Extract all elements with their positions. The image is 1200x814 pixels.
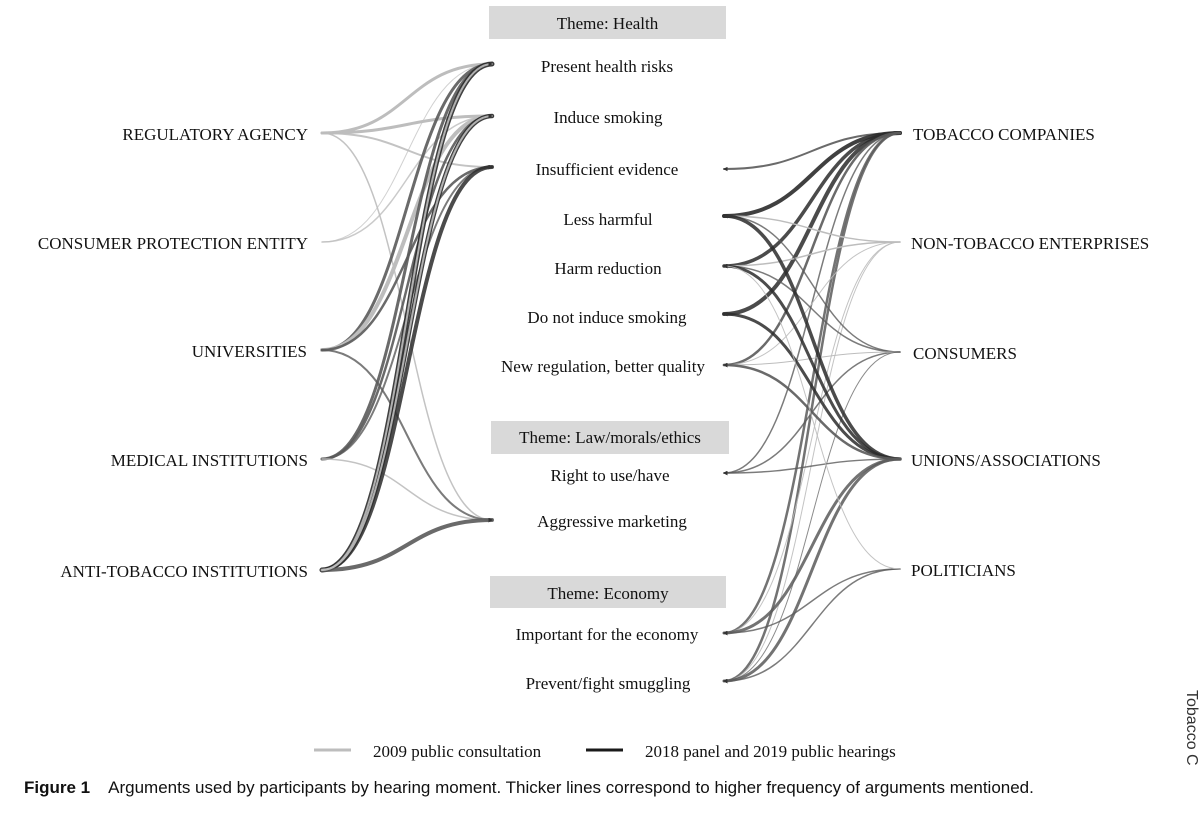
actor-regulatory-agency: REGULATORY AGENCY — [122, 125, 308, 144]
argument-harm-reduction: Harm reduction — [554, 259, 662, 278]
theme-health: Theme: Health — [489, 6, 726, 39]
actor-non-tobacco-enterprises: NON-TOBACCO ENTERPRISES — [911, 234, 1149, 253]
link-left-reg-ind — [320, 113, 494, 135]
link-left-med-ind — [320, 113, 494, 461]
argument-important-economy: Important for the economy — [516, 625, 699, 644]
link-right-pol-eco — [723, 568, 901, 636]
actor-unions-associations: UNIONS/ASSOCIATIONS — [911, 451, 1101, 470]
argument-aggressive-marketing: Aggressive marketing — [537, 512, 687, 531]
cropped-margin-label: Tobacco C — [1186, 690, 1200, 766]
link-right-con-smug — [723, 351, 901, 684]
actor-politicians: POLITICIANS — [911, 561, 1016, 580]
argument-right-to-use: Right to use/have — [551, 466, 670, 485]
link-left-anti-ind — [321, 113, 493, 571]
legend-label-2018: 2018 panel and 2019 public hearings — [645, 742, 896, 761]
theme-economy-box — [490, 576, 726, 608]
argument-links — [319, 61, 902, 684]
link-left-anti-phr — [321, 61, 493, 571]
figure-label: Figure 1 — [24, 778, 91, 797]
link-right-non-newr — [723, 241, 901, 368]
cropped-margin-text: Tobacco C — [1186, 690, 1200, 810]
link-left-cpe-ind — [321, 113, 493, 243]
link-right-uni-harm — [722, 263, 902, 461]
actor-tobacco-companies: TOBACCO COMPANIES — [913, 125, 1095, 144]
link-right-tob-smug — [722, 131, 902, 684]
link-left-med-agg — [321, 458, 493, 523]
actor-universities: UNIVERSITIES — [192, 342, 307, 361]
theme-economy-label: Theme: Economy — [547, 584, 669, 603]
link-right-pol-smug — [723, 568, 901, 684]
figure-caption-text: Arguments used by participants by hearin… — [108, 778, 1034, 797]
theme-economy: Theme: Economy — [490, 576, 726, 608]
link-left-anti-agg — [320, 517, 494, 572]
link-right-non-eco — [723, 241, 901, 636]
link-right-uni-eco — [722, 457, 902, 636]
link-right-tob-newr — [722, 131, 902, 368]
actor-consumer-protection-entity: CONSUMER PROTECTION ENTITY — [38, 234, 308, 253]
link-right-uni-less — [722, 213, 902, 461]
link-left-cpe-phr — [321, 61, 493, 243]
figure-caption: Figure 1 Arguments used by participants b… — [24, 778, 1174, 798]
link-right-non-harm — [723, 241, 901, 269]
argument-insufficient-evidence: Insufficient evidence — [536, 160, 679, 179]
theme-law-box — [491, 421, 729, 454]
link-right-pol-harm — [723, 263, 901, 570]
argument-present-health-risks: Present health risks — [541, 57, 673, 76]
link-right-con-harm — [723, 263, 901, 353]
link-right-non-less — [723, 213, 901, 243]
argument-do-not-induce-smoking: Do not induce smoking — [527, 308, 687, 327]
legend: 2009 public consultation 2018 panel and … — [314, 742, 896, 761]
link-left-reg-phr — [320, 61, 494, 135]
argument-less-harmful: Less harmful — [563, 210, 653, 229]
argument-new-regulation: New regulation, better quality — [501, 357, 705, 376]
link-right-uni-right — [723, 458, 901, 476]
argument-induce-smoking: Induce smoking — [553, 108, 663, 127]
link-right-uni-dni — [722, 311, 902, 461]
link-right-con-less — [723, 213, 901, 353]
link-right-uni-newr — [722, 362, 902, 461]
link-left-uni-agg — [321, 349, 493, 523]
link-left-reg-ins — [321, 132, 493, 170]
link-right-con-newr — [723, 351, 901, 368]
legend-label-2009: 2009 public consultation — [373, 742, 542, 761]
link-left-uni-ind — [320, 113, 494, 352]
link-right-uni-smug — [722, 457, 902, 684]
actor-anti-tobacco-institutions: ANTI-TOBACCO INSTITUTIONS — [60, 562, 308, 581]
theme-health-box — [489, 6, 726, 39]
link-left-med-phr — [320, 61, 494, 461]
link-right-tob-dni — [722, 131, 902, 317]
theme-law-label: Theme: Law/morals/ethics — [519, 428, 701, 447]
actor-medical-institutions: MEDICAL INSTITUTIONS — [111, 451, 308, 470]
link-right-non-smug — [723, 241, 901, 684]
link-left-anti-ins — [320, 164, 494, 572]
link-right-tob-less — [722, 131, 902, 219]
theme-health-label: Theme: Health — [557, 14, 659, 33]
argument-prevent-smuggling: Prevent/fight smuggling — [526, 674, 691, 693]
actor-consumers: CONSUMERS — [913, 344, 1017, 363]
theme-law: Theme: Law/morals/ethics — [491, 421, 729, 454]
